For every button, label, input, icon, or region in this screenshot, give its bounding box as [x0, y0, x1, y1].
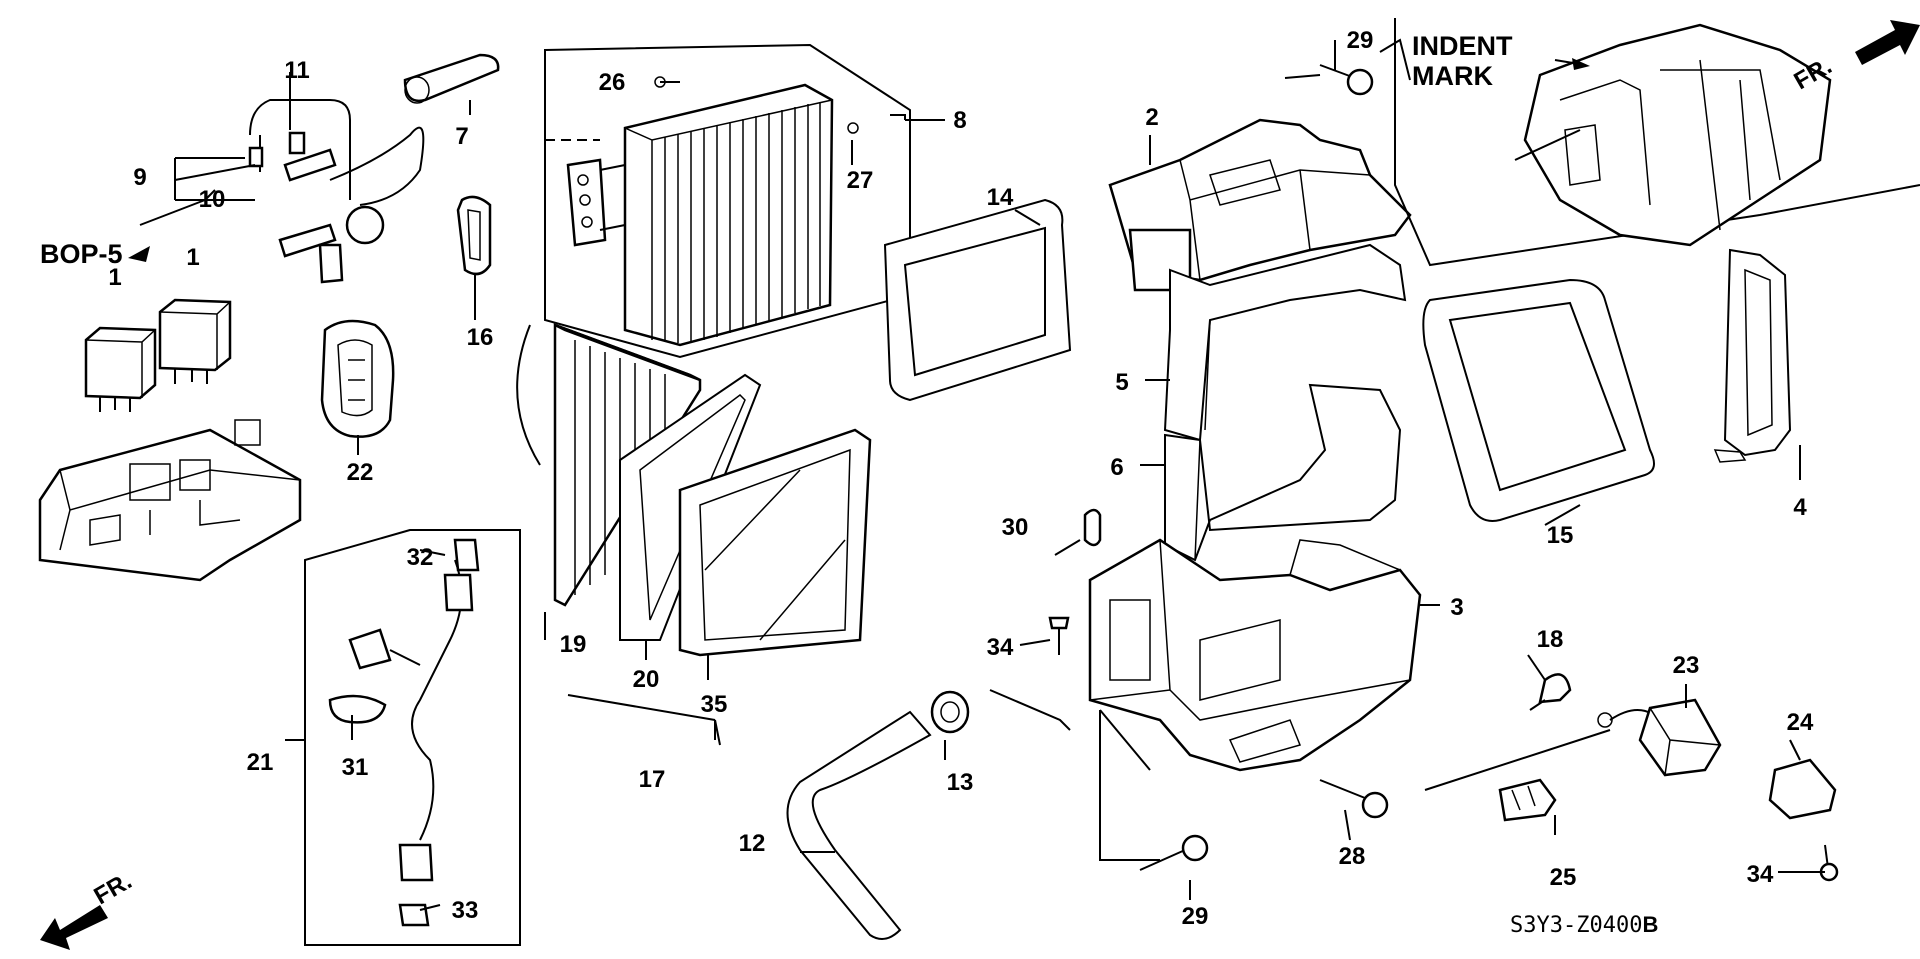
label-20: 20: [633, 666, 660, 693]
label-4: 4: [1793, 494, 1807, 521]
bop-reference: BOP-5: [40, 239, 123, 269]
label-9: 9: [133, 164, 146, 191]
grommet-13: [930, 690, 970, 734]
sensor-18: [1529, 673, 1572, 711]
label-17: 17: [639, 766, 666, 793]
label-31: 31: [342, 754, 369, 781]
label-11: 11: [284, 57, 309, 84]
grommet-22: [320, 319, 395, 438]
label-28: 28: [1339, 843, 1366, 870]
expansion-valve: [248, 99, 425, 284]
indent-mark-line1: INDENT: [1412, 31, 1513, 61]
label-32: 32: [407, 544, 434, 571]
label-21: 21: [247, 749, 274, 776]
evaporator-assembly: [516, 43, 911, 466]
label-1a: 1: [108, 264, 121, 291]
label-16: 16: [467, 324, 494, 351]
screw-29-top: [1319, 64, 1374, 96]
label-6: 6: [1110, 454, 1123, 481]
clip-25: [1498, 778, 1557, 822]
label-22: 22: [347, 459, 374, 486]
relay-left: [84, 326, 157, 412]
label-35: 35: [701, 691, 728, 718]
leader-lines: [139, 38, 1825, 911]
indent-mark-detail: [1394, 18, 1920, 267]
label-10: 10: [199, 186, 226, 213]
label-34-right: 34: [1747, 861, 1774, 888]
clip-30: [1083, 508, 1102, 547]
screw-34-right: [1819, 844, 1839, 882]
part-number-labels: 1 1 2 3 4 5 6 7 8 9 10 11 12 13 14 15 16…: [40, 27, 1814, 938]
drain-hose-7: [403, 53, 500, 104]
wire-harness-box: [304, 529, 521, 946]
lower-housing-3: [1088, 538, 1422, 772]
label-15: 15: [1547, 522, 1574, 549]
screw-34-top: [1048, 616, 1070, 655]
label-34-top: 34: [987, 634, 1014, 661]
seal-16: [456, 195, 492, 276]
label-14: 14: [987, 184, 1014, 211]
seal-14: [883, 198, 1072, 402]
label-12: 12: [739, 830, 766, 857]
label-7: 7: [455, 123, 468, 150]
relay-box: [38, 419, 302, 582]
label-1b: 1: [186, 244, 199, 271]
label-24: 24: [1787, 709, 1814, 736]
label-3: 3: [1450, 594, 1463, 621]
filter-frame-35: [678, 428, 872, 657]
indent-mark-line2: MARK: [1412, 61, 1493, 91]
drain-hose-12: [786, 710, 932, 940]
label-30: 30: [1002, 514, 1029, 541]
fr-arrow-top: FR.: [1790, 20, 1920, 95]
label-18: 18: [1537, 626, 1564, 653]
screw-28: [1319, 779, 1389, 819]
label-8: 8: [953, 107, 966, 134]
relay-right: [158, 298, 232, 384]
switch-23: [1638, 698, 1722, 777]
label-26: 26: [599, 69, 626, 96]
lower-case-6: [1164, 383, 1402, 562]
screw-29-bottom: [1139, 834, 1209, 871]
label-27: 27: [847, 167, 874, 194]
label-29-bottom: 29: [1182, 903, 1209, 930]
sensor-probe: [1424, 709, 1661, 791]
label-23: 23: [1673, 652, 1700, 679]
label-29-top: 29: [1347, 27, 1374, 54]
seal-15: [1422, 278, 1655, 522]
label-5: 5: [1115, 369, 1128, 396]
label-13: 13: [947, 769, 974, 796]
bop-arrow: [128, 246, 150, 262]
label-19: 19: [560, 631, 587, 658]
bracket-24: [1768, 758, 1837, 820]
label-33: 33: [452, 897, 479, 924]
label-25: 25: [1550, 864, 1577, 891]
upper-case-5: [1163, 243, 1407, 442]
seal-4: [1713, 248, 1792, 463]
label-2: 2: [1145, 104, 1158, 131]
fr-arrow-bottom: FR.: [40, 867, 136, 950]
drawing-code: S3Y3-Z0400B: [1510, 912, 1658, 938]
svg-text:FR.: FR.: [90, 867, 137, 910]
